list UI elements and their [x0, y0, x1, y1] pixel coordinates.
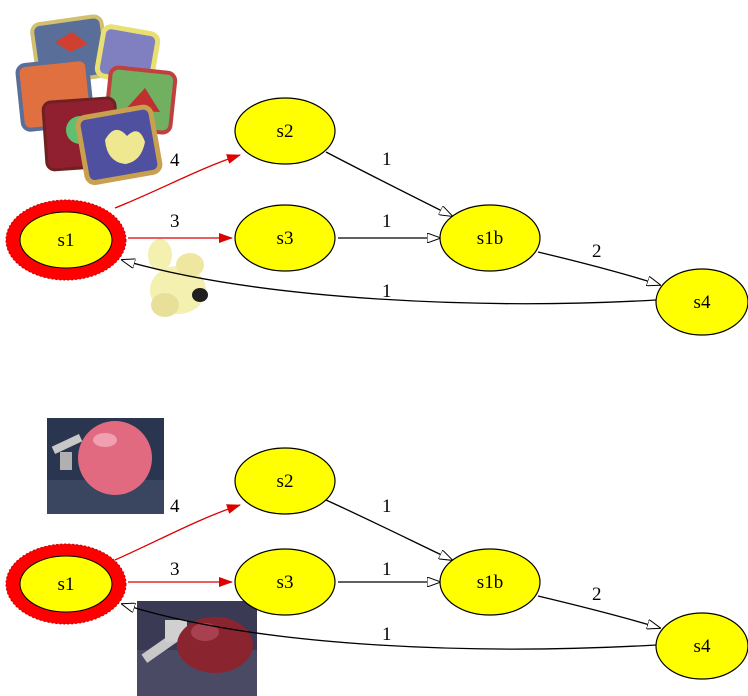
graph-bottom: 4 3 1 1 2 1 s1 s2 s3 s1b s4	[5, 418, 748, 696]
edge-label-s3-s1b: 1	[382, 211, 392, 232]
graph-top: 4 3 1 1 2 1 s1 s2 s3 s1b s4	[5, 14, 748, 336]
node-s2: s2	[234, 447, 336, 515]
red-object-image	[137, 601, 257, 696]
edge-label-s1-s2: 4	[170, 150, 180, 171]
node-label-s1b: s1b	[477, 572, 503, 593]
node-label-s3: s3	[277, 572, 294, 593]
pink-ball-image	[47, 418, 164, 514]
node-label-s4: s4	[694, 292, 711, 313]
edge-label-s1-s3: 3	[170, 211, 180, 232]
edge-label-s3-s1b: 1	[382, 559, 392, 580]
edge-s4-s1	[122, 260, 657, 305]
edge-label-s4-s1: 1	[382, 624, 392, 645]
node-s1: s1	[5, 199, 127, 281]
node-s1: s1	[5, 543, 127, 625]
toy-image	[148, 239, 208, 317]
edge-label-s1b-s4: 2	[592, 584, 602, 605]
node-s4: s4	[655, 612, 748, 680]
node-label-s2: s2	[277, 121, 294, 142]
blocks-image	[15, 14, 178, 185]
edge-s1b-s4	[537, 251, 660, 285]
node-label-s1b: s1b	[477, 228, 503, 249]
edge-label-s1-s2: 4	[170, 496, 180, 517]
node-label-s1: s1	[58, 230, 75, 251]
node-label-s2: s2	[277, 471, 294, 492]
node-s4: s4	[655, 268, 748, 336]
node-s1b: s1b	[439, 548, 541, 616]
edge-s4-s1	[122, 604, 657, 650]
edge-s1-s2	[114, 504, 241, 561]
node-s1b: s1b	[439, 204, 541, 272]
edge-label-s1b-s4: 2	[592, 241, 602, 262]
edge-label-s2-s1b: 1	[382, 149, 392, 170]
node-s2: s2	[234, 97, 336, 165]
edge-label-s2-s1b: 1	[382, 496, 392, 517]
node-s3: s3	[234, 204, 336, 272]
edge-s1b-s4	[537, 595, 660, 628]
edge-s1-s2	[114, 154, 241, 209]
edge-s2-s1b	[325, 499, 452, 560]
node-label-s4: s4	[694, 636, 711, 657]
node-label-s3: s3	[277, 228, 294, 249]
edge-label-s4-s1: 1	[382, 281, 392, 302]
edge-s2-s1b	[325, 151, 452, 216]
node-label-s1: s1	[58, 574, 75, 595]
edge-label-s1-s3: 3	[170, 559, 180, 580]
node-s3: s3	[234, 548, 336, 616]
